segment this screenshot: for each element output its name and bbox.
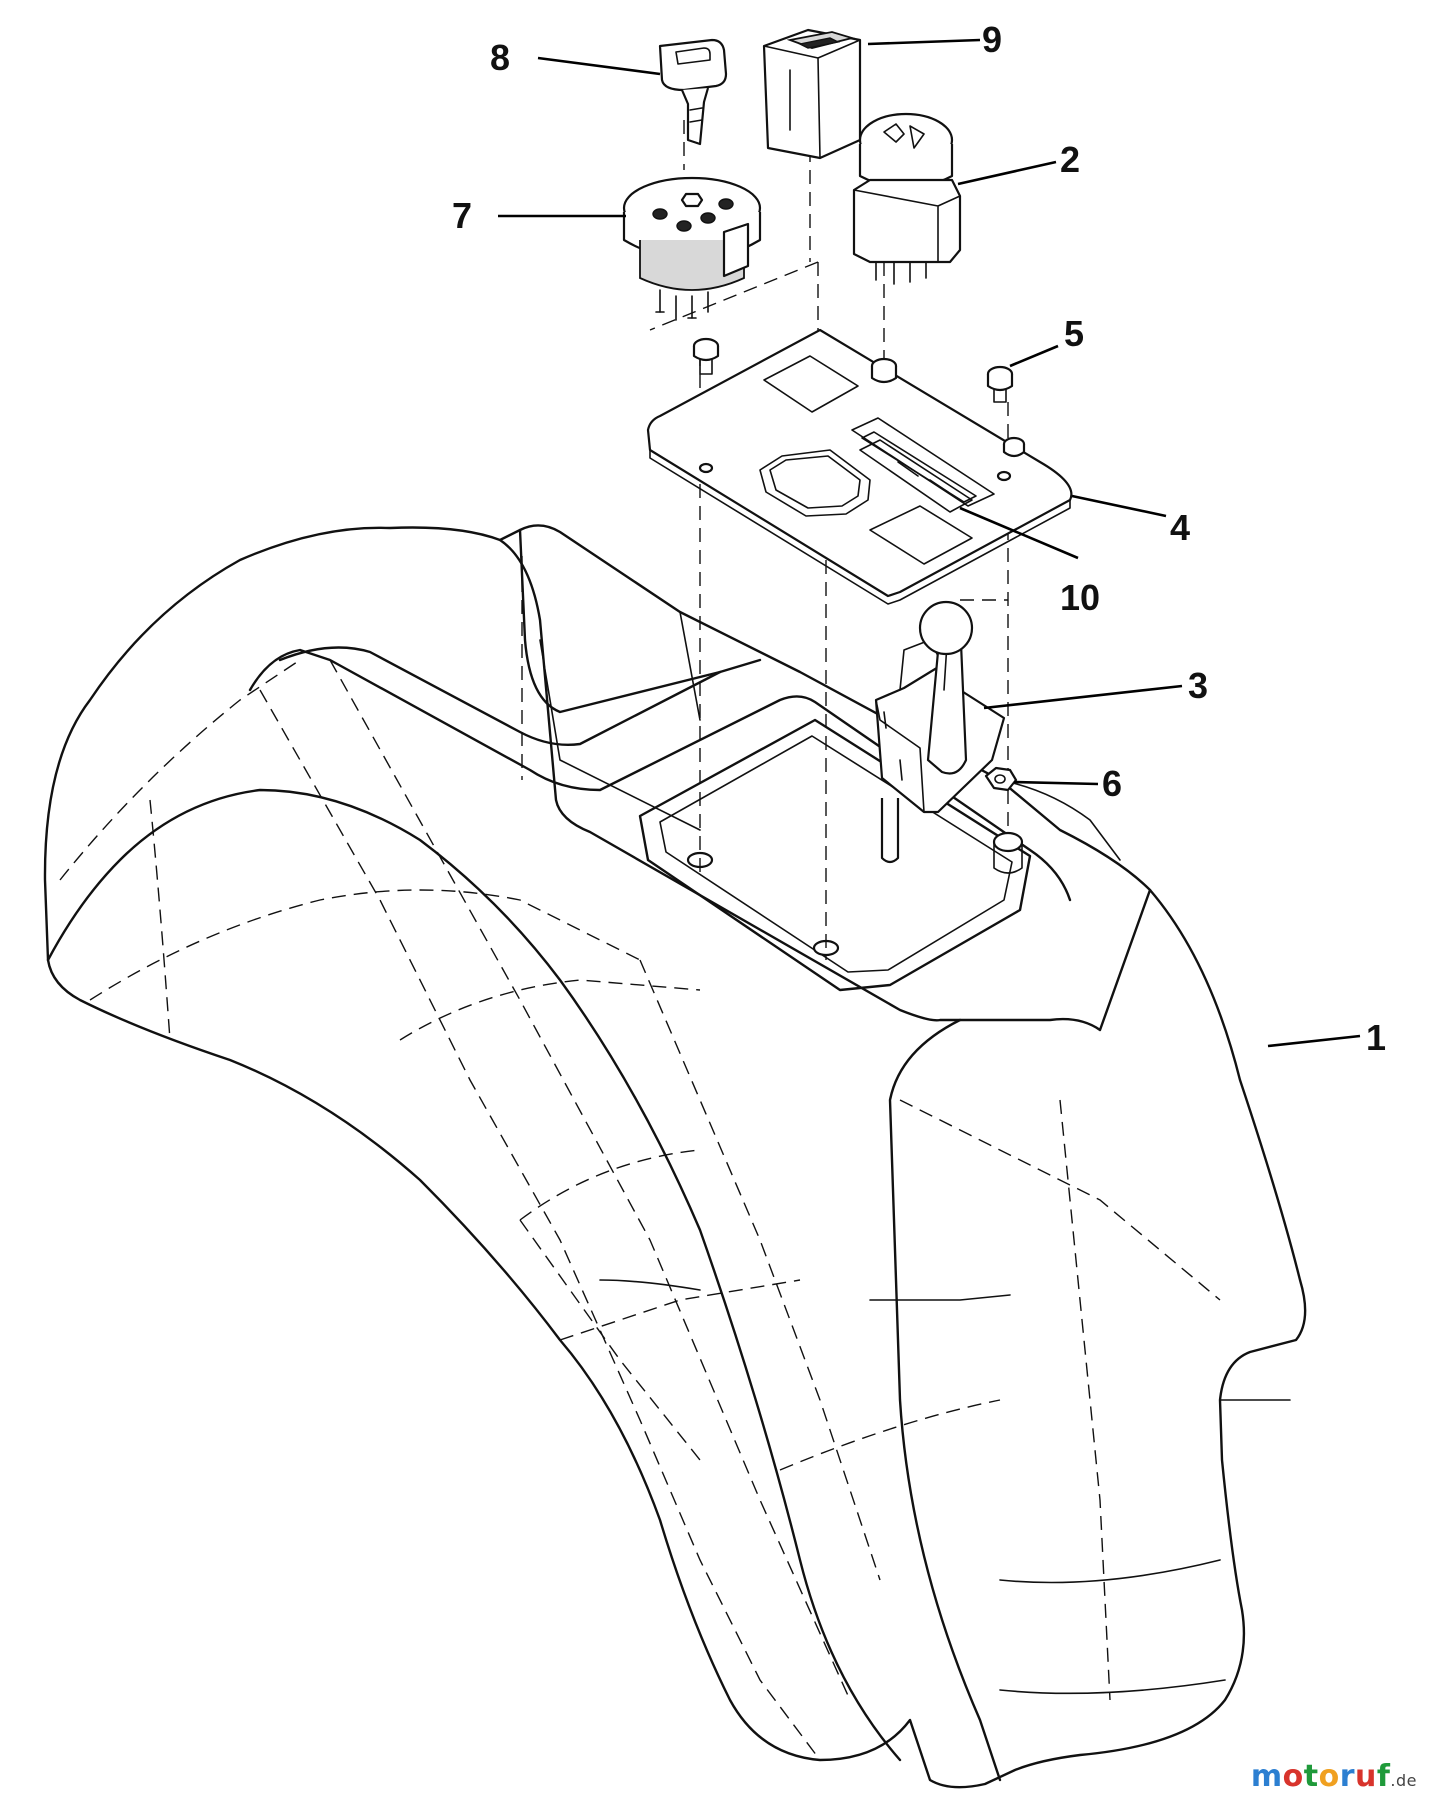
ignition-key-part bbox=[658, 38, 728, 146]
site-watermark-logo: motoruf.de bbox=[1251, 1759, 1417, 1794]
callout-2: 2 bbox=[1060, 139, 1080, 180]
callout-4: 4 bbox=[1170, 507, 1190, 548]
watermark-suffix: .de bbox=[1390, 1771, 1417, 1790]
watermark-letter: o bbox=[1282, 1759, 1304, 1794]
screws-part bbox=[692, 337, 1026, 458]
callout-10: 10 bbox=[1060, 577, 1100, 618]
pto-switch-part bbox=[852, 112, 962, 285]
callout-labels: 8 9 7 2 5 4 10 3 6 1 bbox=[452, 19, 1386, 1058]
mounting-plate-part bbox=[646, 328, 1073, 605]
watermark-letter: m bbox=[1250, 1759, 1283, 1794]
nut-part bbox=[984, 766, 1018, 792]
callout-5: 5 bbox=[1064, 313, 1084, 354]
callout-3: 3 bbox=[1188, 665, 1208, 706]
watermark-letter: t bbox=[1303, 1759, 1319, 1794]
control-lever-part bbox=[874, 600, 1006, 864]
callout-1: 1 bbox=[1366, 1017, 1386, 1058]
watermark-letter: f bbox=[1376, 1759, 1391, 1794]
fender-housing-part bbox=[43, 524, 1307, 1789]
callout-6: 6 bbox=[1102, 763, 1122, 804]
watermark-letter: r bbox=[1339, 1759, 1355, 1794]
watermark-letter: o bbox=[1318, 1759, 1340, 1794]
speed-decal-part bbox=[859, 439, 973, 513]
callout-8: 8 bbox=[490, 37, 510, 78]
hour-meter-part bbox=[762, 28, 862, 160]
callout-7: 7 bbox=[452, 195, 472, 236]
leader-lines bbox=[498, 38, 1361, 1048]
callout-9: 9 bbox=[982, 19, 1002, 60]
watermark-letter: u bbox=[1354, 1759, 1377, 1794]
ignition-switch-part bbox=[622, 176, 762, 321]
